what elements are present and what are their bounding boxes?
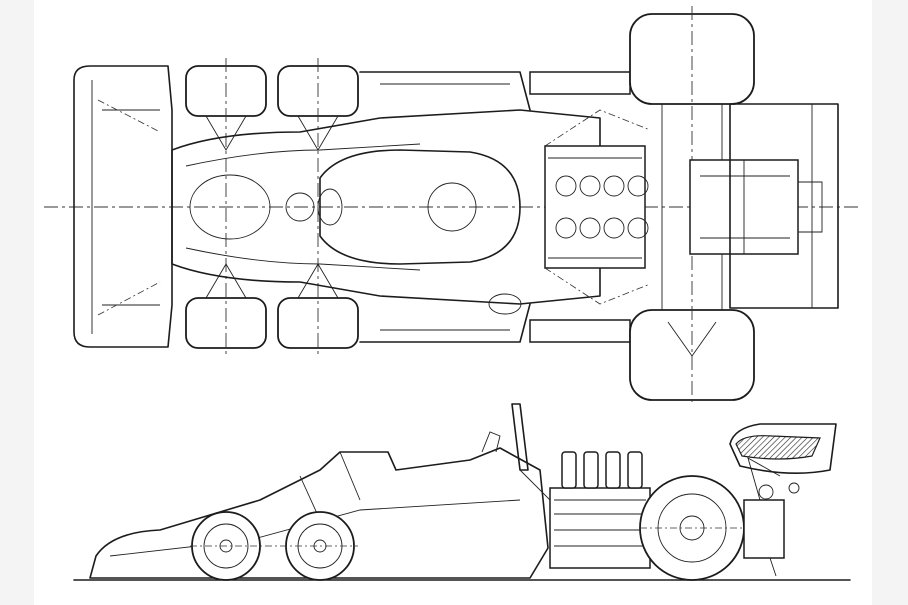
roll-hoop [511,403,529,471]
side-rear-wing [729,423,837,474]
side-pod-vent [488,293,522,315]
engine-radius-rods [544,109,651,305]
front-wheels [185,58,359,356]
engine-fins [554,499,646,547]
intake-trumpets [561,451,643,489]
windscreen [481,431,501,453]
front-right-wheel-2 [277,297,359,349]
steering-column [285,192,315,222]
body-profile [89,447,549,579]
side-pods [359,71,531,343]
rear-wing-struts [747,457,781,577]
side-front-wheels [190,511,358,581]
steering-rack [189,174,271,240]
rear-light-mount [798,181,823,233]
side-elevation [73,403,851,581]
front-wing-endplates [91,80,160,334]
rear-upright-detail [667,321,717,357]
exhaust-left [529,71,631,95]
side-gearbox [743,499,785,559]
rear-wing-pivot [758,484,774,500]
rear-wheels [629,6,755,404]
plan-view [44,6,862,404]
cockpit-side [299,451,361,521]
chassis-tub [171,109,601,305]
engine-cam-covers [548,157,642,259]
side-pod-inner [380,83,510,331]
cockpit-opening [319,149,521,265]
chassis-inner-lines [185,143,421,271]
front-wing [73,65,173,348]
side-engine [549,451,651,569]
rear-wing-bolt [788,482,800,494]
driver-seat [427,182,477,232]
left-margin [0,0,34,605]
front-right-wheel-1 [185,297,267,349]
gearbox-detail [700,160,790,254]
engine-cylinders [555,175,649,239]
rear-wing [729,103,839,309]
steering-wheel [317,188,343,226]
right-margin [872,0,908,605]
exhaust-right [529,319,631,343]
front-wing-struts [97,99,161,316]
engine-outline [544,145,646,269]
rear-wing-section [735,435,821,460]
